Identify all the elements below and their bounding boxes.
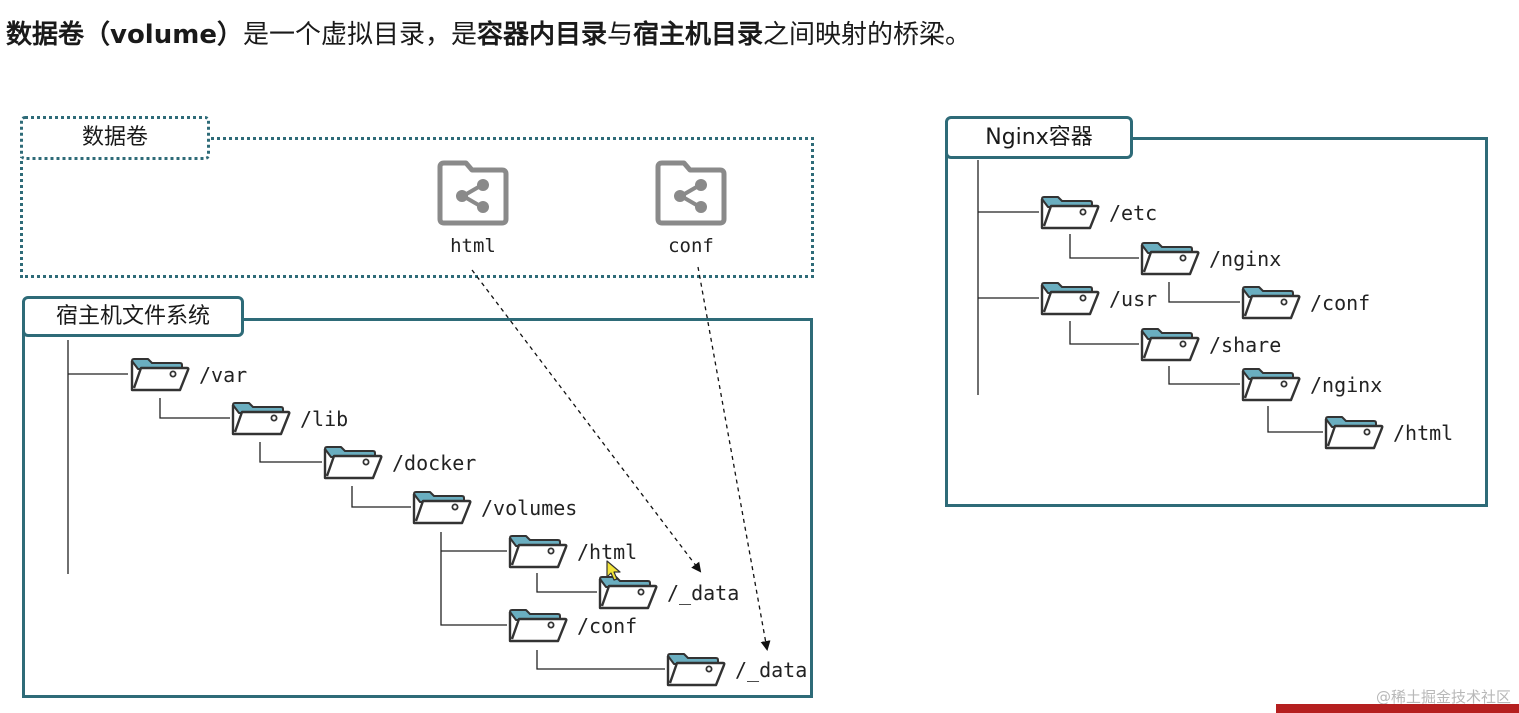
nginx-dir-etc[interactable]: /etc — [1039, 195, 1158, 230]
node-name: /docker — [392, 451, 477, 475]
node-name: /var — [199, 363, 248, 387]
share-icon — [655, 160, 727, 226]
page-heading: 数据卷（volume）是一个虚拟目录，是容器内目录与宿主机目录之间映射的桥梁。 — [6, 14, 971, 51]
folder-icon — [1140, 242, 1200, 276]
folder-icon — [1324, 416, 1384, 450]
volume-area — [20, 137, 814, 278]
html-mapping-arrow — [471, 269, 702, 573]
host-filesystem-label: 宿主机文件系统 — [22, 296, 244, 337]
node-name: /html — [1393, 421, 1454, 445]
folder-icon — [1040, 196, 1100, 230]
volume-conf[interactable]: conf — [636, 159, 746, 257]
heading-text-1: 是一个虚拟目录，是 — [242, 20, 477, 50]
folder-icon — [598, 576, 658, 610]
volume-label: 数据卷 — [20, 116, 210, 160]
node-name: /html — [577, 540, 638, 564]
folder-icon — [412, 491, 472, 525]
nginx-dir-share[interactable]: /share — [1139, 327, 1282, 362]
heading-container-dir: 容器内目录 — [476, 20, 607, 50]
node-name: /etc — [1109, 201, 1158, 225]
node-name: /nginx — [1209, 247, 1282, 271]
node-name: /usr — [1109, 287, 1158, 311]
volume-name: html — [450, 235, 496, 257]
host-dir-var[interactable]: /var — [129, 357, 248, 392]
host-dir-volumes[interactable]: /volumes — [411, 490, 578, 525]
host-tree-branches — [67, 340, 665, 670]
heading-term: 数据卷（volume） — [6, 20, 243, 50]
cursor-icon — [606, 560, 621, 581]
folder-icon — [1040, 282, 1100, 316]
bottom-banner — [1276, 704, 1519, 713]
watermark: @稀土掘金技术社区 — [1375, 688, 1511, 706]
volume-name: conf — [668, 235, 714, 257]
nginx-dir-etc-nginx[interactable]: /nginx — [1139, 241, 1282, 276]
heading-text-2: 与 — [607, 20, 634, 50]
node-name: /share — [1209, 333, 1282, 357]
folder-icon — [130, 358, 190, 392]
node-name: /nginx — [1310, 373, 1383, 397]
volume-html[interactable]: html — [418, 159, 528, 257]
nginx-dir-html[interactable]: /html — [1323, 415, 1454, 450]
folder-icon — [323, 446, 383, 480]
host-filesystem-area — [22, 318, 813, 698]
conf-mapping-arrow — [697, 266, 771, 651]
mapping-arrows — [471, 266, 771, 651]
host-dir-lib[interactable]: /lib — [230, 401, 349, 436]
folder-icon — [508, 609, 568, 643]
nginx-dir-usr[interactable]: /usr — [1039, 281, 1158, 316]
host-dir-html-data[interactable]: /_data — [597, 575, 740, 610]
host-dir-volume-conf[interactable]: /conf — [507, 608, 638, 643]
nginx-container-area — [945, 137, 1488, 507]
nginx-dir-share-nginx[interactable]: /nginx — [1240, 367, 1383, 402]
node-name: /conf — [1310, 291, 1371, 315]
node-name: /lib — [300, 407, 349, 431]
host-dir-docker[interactable]: /docker — [322, 445, 477, 480]
nginx-container-label: Nginx容器 — [945, 116, 1133, 159]
heading-host-dir: 宿主机目录 — [633, 20, 764, 50]
node-name: /volumes — [481, 496, 578, 520]
host-dir-conf-data[interactable]: /_data — [665, 652, 808, 687]
folder-icon — [1140, 328, 1200, 362]
node-name: /conf — [577, 614, 638, 638]
folder-icon — [1241, 286, 1301, 320]
node-name: /_data — [667, 581, 740, 605]
node-name: /_data — [735, 658, 808, 682]
folder-icon — [1241, 368, 1301, 402]
nginx-tree-branches — [977, 160, 1323, 433]
folder-icon — [508, 535, 568, 569]
folder-icon — [231, 402, 291, 436]
share-icon — [437, 160, 509, 226]
heading-text-3: 之间映射的桥梁。 — [763, 20, 972, 50]
folder-icon — [666, 653, 726, 687]
host-dir-volume-html[interactable]: /html — [507, 534, 638, 569]
nginx-dir-conf[interactable]: /conf — [1240, 285, 1371, 320]
